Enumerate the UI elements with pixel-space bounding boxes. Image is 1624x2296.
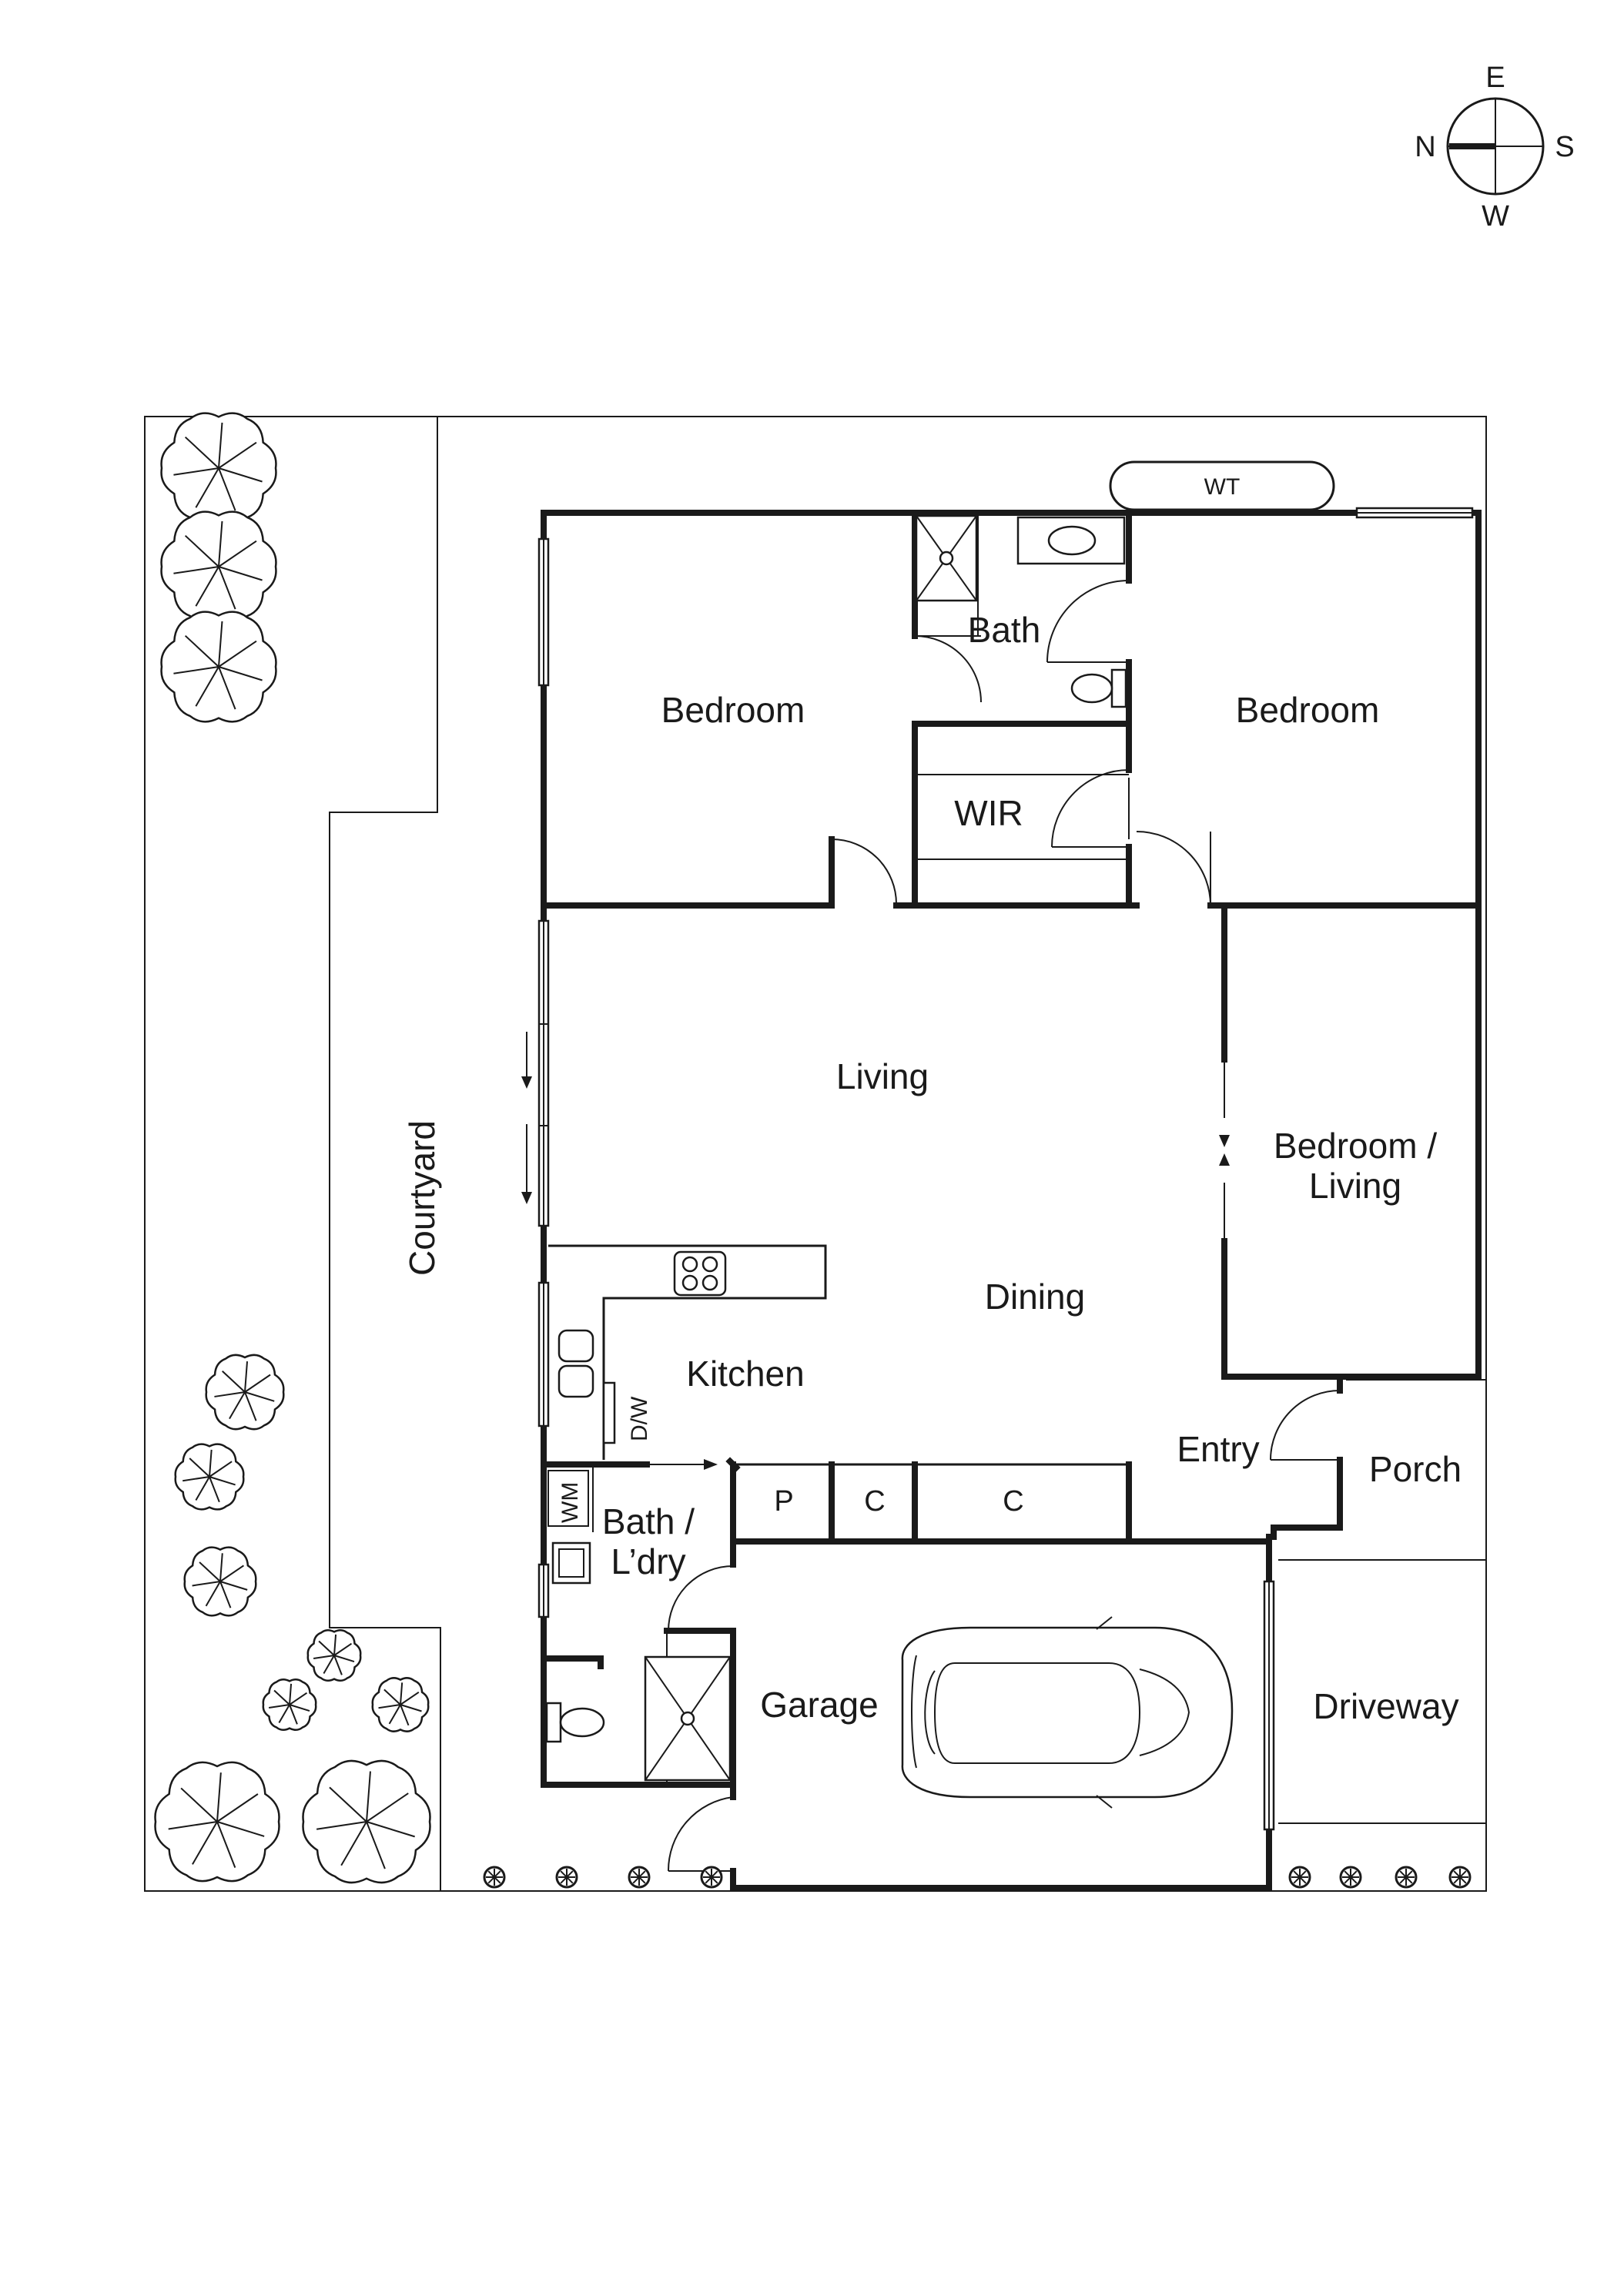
shrub-icon: [555, 1866, 578, 1889]
shrub-icon: [1339, 1866, 1362, 1889]
fixtures: [545, 514, 1127, 1782]
tree-icon: [306, 1629, 362, 1682]
water-tank-label: WT: [1204, 474, 1241, 500]
water-tank: WT: [1109, 460, 1335, 511]
label-wir: WIR: [954, 793, 1023, 833]
label-cupboard-2: C: [1003, 1485, 1023, 1518]
tree-icon: [174, 1443, 245, 1511]
courtyard-outline: [329, 417, 441, 1891]
label-bedroom-1: Bedroom: [661, 690, 805, 730]
label-cupboard-1: C: [864, 1485, 885, 1518]
label-dining: Dining: [985, 1277, 1085, 1317]
tree-icon: [183, 1546, 257, 1617]
windows: [537, 507, 1474, 1831]
room-labels: Bedroom Bath Bedroom WIR Living Bedroom …: [402, 610, 1462, 1726]
compass-north: N: [1415, 131, 1435, 163]
compass-east: E: [1485, 62, 1505, 94]
toilet-icon-2: [545, 1702, 562, 1743]
landscaping: [154, 412, 1472, 1889]
compass-south: S: [1555, 131, 1574, 163]
door-swings: [667, 580, 1341, 1872]
label-bath-laundry-line2: L’dry: [611, 1541, 685, 1581]
shrub-icon: [628, 1866, 651, 1889]
shrub-icon: [1288, 1866, 1311, 1889]
car-icon: [901, 1616, 1234, 1809]
label-living: Living: [836, 1056, 929, 1096]
tree-icon: [302, 1759, 431, 1884]
washing-machine-icon: [547, 1470, 589, 1527]
shrub-icon: [483, 1866, 506, 1889]
cooktop-icon: [673, 1250, 727, 1297]
label-bedroom-living-line1: Bedroom /: [1274, 1126, 1437, 1166]
label-entry: Entry: [1177, 1429, 1259, 1469]
tree-icon: [160, 510, 277, 623]
internal-walls: [541, 510, 1482, 1788]
tree-icon: [160, 412, 277, 524]
label-dishwasher: D/W: [627, 1396, 652, 1441]
dishwasher-icon: [602, 1381, 616, 1444]
tree-icon: [205, 1354, 285, 1431]
compass: E W N S: [1415, 62, 1574, 233]
label-kitchen: Kitchen: [686, 1354, 804, 1394]
kitchen-bench: [548, 1244, 827, 1460]
label-washing-machine: WM: [558, 1482, 583, 1523]
label-bath: Bath: [968, 610, 1041, 650]
label-bath-laundry-line1: Bath /: [602, 1501, 695, 1541]
shrub-icon: [1395, 1866, 1418, 1889]
shrub-icon: [700, 1866, 723, 1889]
tree-icon: [160, 611, 277, 723]
label-garage: Garage: [760, 1685, 878, 1725]
tree-icon: [154, 1761, 280, 1883]
tree-icon: [262, 1678, 317, 1731]
label-porch: Porch: [1369, 1449, 1462, 1489]
label-bedroom-living-line2: Living: [1309, 1166, 1401, 1206]
sink-icon: [558, 1329, 594, 1363]
label-driveway: Driveway: [1313, 1686, 1458, 1726]
sliding-door-arrows: [521, 1032, 532, 1204]
tree-icon: [371, 1677, 430, 1732]
label-courtyard: Courtyard: [402, 1120, 442, 1276]
label-bedroom-2: Bedroom: [1236, 690, 1380, 730]
compass-west: W: [1482, 200, 1509, 233]
toilet-icon: [1110, 668, 1127, 708]
vanity-icon: [1016, 516, 1126, 565]
shrub-icon: [1448, 1866, 1472, 1889]
label-pantry: P: [774, 1485, 793, 1518]
